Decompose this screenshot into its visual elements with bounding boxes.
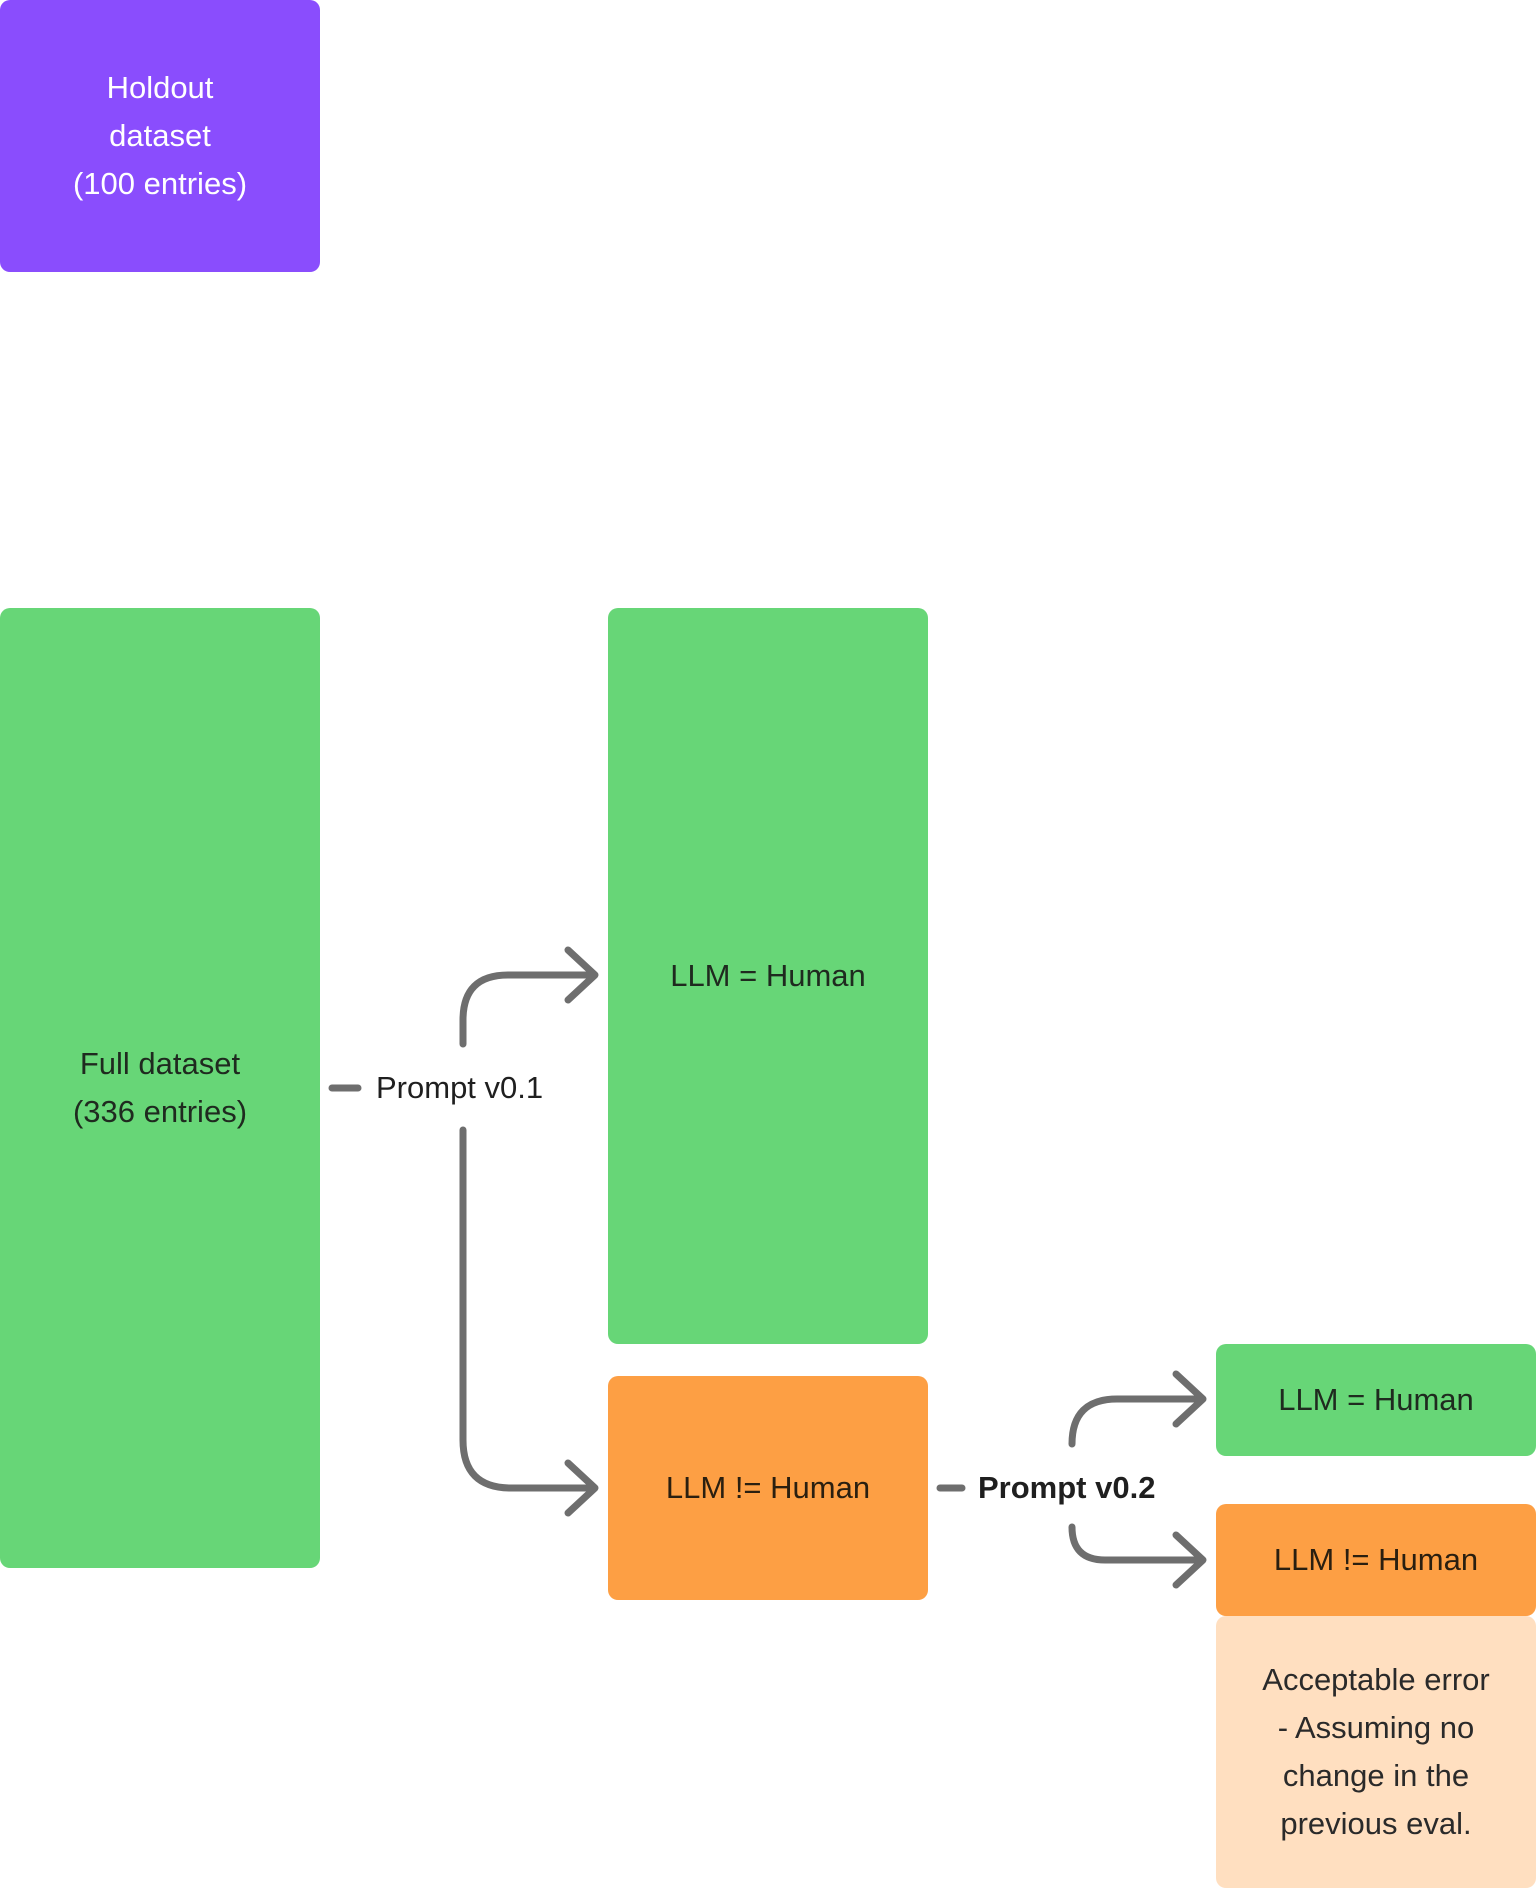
first-mismatch-label: LLM != Human	[665, 1470, 871, 1505]
branch-v01-up	[459, 971, 594, 1048]
holdout-line-2: dataset	[109, 118, 211, 153]
acceptable-error-note: Acceptable error - Assuming no change in…	[1216, 1616, 1536, 1888]
second-mismatch-label: LLM != Human	[1273, 1542, 1479, 1577]
arrowhead-v01-up	[564, 946, 599, 1004]
second-match-box: LLM = Human	[1216, 1344, 1536, 1456]
branch-v01-down	[459, 1126, 594, 1492]
branch-v02-down	[1068, 1523, 1202, 1564]
holdout-line-1: Holdout	[106, 70, 214, 105]
branch-v02-up	[1068, 1395, 1202, 1448]
first-match-box: LLM = Human	[608, 608, 928, 1344]
prompt-v02-label: Prompt v0.2	[978, 1470, 1156, 1505]
full-dataset-box: Full dataset (336 entries)	[0, 608, 320, 1568]
note-line-1: Acceptable error	[1262, 1662, 1490, 1697]
note-line-2: - Assuming no	[1277, 1710, 1475, 1745]
holdout-line-3: (100 entries)	[72, 166, 248, 201]
arrowhead-v02-up	[1172, 1370, 1207, 1428]
note-line-4: previous eval.	[1280, 1806, 1472, 1841]
note-line-3: change in the	[1282, 1758, 1470, 1793]
full-dataset-line-1: Full dataset	[79, 1046, 241, 1081]
second-mismatch-box: LLM != Human	[1216, 1504, 1536, 1616]
second-match-label: LLM = Human	[1278, 1382, 1474, 1417]
arrowhead-v02-down	[1172, 1531, 1207, 1589]
first-mismatch-box: LLM != Human	[608, 1376, 928, 1600]
prompt-v01-label: Prompt v0.1	[376, 1070, 544, 1105]
full-dataset-line-2: (336 entries)	[72, 1094, 248, 1129]
holdout-dataset-box: Holdout dataset (100 entries)	[0, 0, 320, 272]
first-match-label: LLM = Human	[670, 958, 866, 993]
arrowhead-v01-down	[564, 1459, 599, 1517]
